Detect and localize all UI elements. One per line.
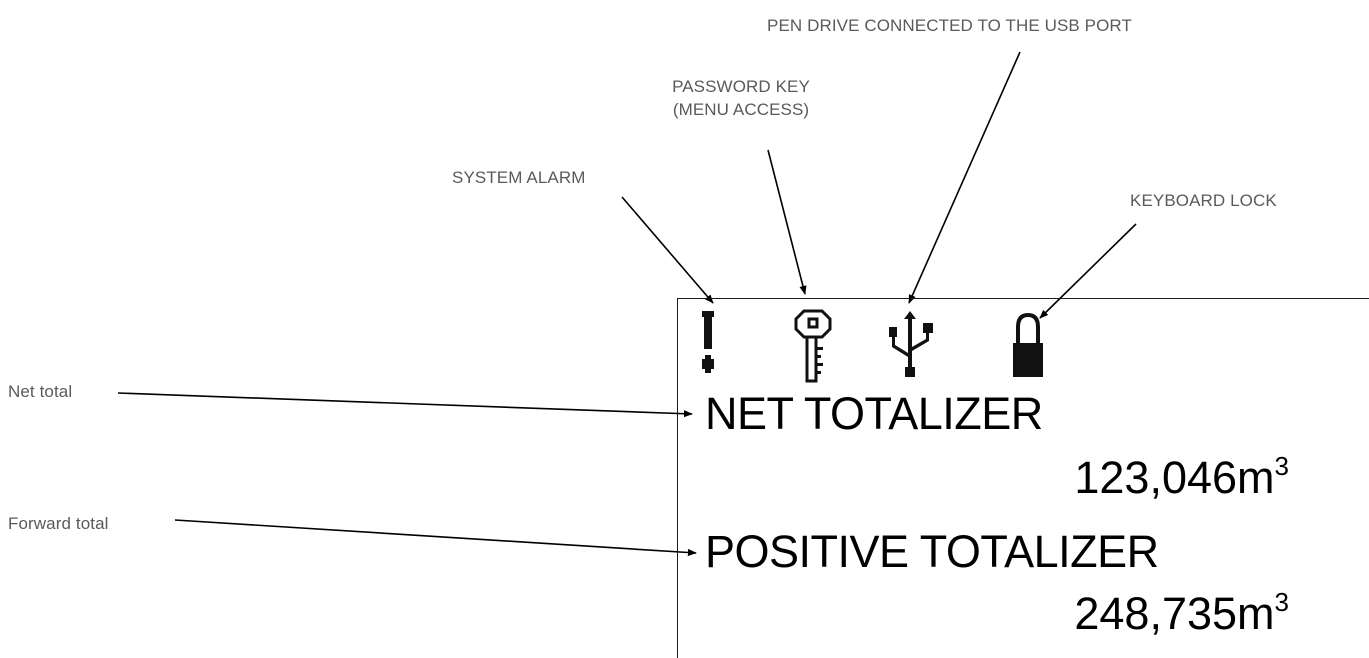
- callout-password-key-line2: (MENU ACCESS): [672, 100, 810, 119]
- callout-password-key: PASSWORD KEY (MENU ACCESS): [640, 75, 842, 121]
- callout-password-key-line1: PASSWORD KEY: [672, 77, 810, 96]
- usb-icon: [889, 311, 933, 377]
- leader-system-alarm: [621, 196, 714, 304]
- leader-pen-drive: [908, 51, 1021, 304]
- net-totalizer-unit-exponent: 3: [1274, 451, 1289, 481]
- positive-totalizer-unit-exponent: 3: [1274, 587, 1289, 617]
- leader-forward-total: [174, 519, 697, 557]
- net-totalizer-value: 123,046m3: [1074, 453, 1289, 503]
- callout-pen-drive: PEN DRIVE CONNECTED TO THE USB PORT: [767, 16, 1132, 35]
- alarm-icon: [702, 311, 714, 373]
- positive-totalizer-number: 248,735: [1074, 588, 1238, 639]
- net-totalizer-label: NET TOTALIZER: [705, 388, 1043, 439]
- lcd-display: NET TOTALIZER 123,046m3 POSITIVE TOTALIZ…: [677, 298, 1369, 658]
- leader-keyboard-lock: [1039, 223, 1137, 319]
- leader-net-total: [117, 392, 693, 418]
- positive-totalizer-value: 248,735m3: [1074, 589, 1289, 639]
- callout-net-total: Net total: [8, 382, 73, 401]
- callout-keyboard-lock: KEYBOARD LOCK: [1130, 191, 1277, 210]
- callout-forward-total: Forward total: [8, 514, 109, 533]
- net-totalizer-unit: m: [1237, 452, 1275, 503]
- positive-totalizer-unit: m: [1237, 588, 1275, 639]
- callout-system-alarm: SYSTEM ALARM: [452, 168, 586, 187]
- key-icon: [794, 309, 832, 383]
- leader-password-key: [767, 149, 807, 295]
- positive-totalizer-label: POSITIVE TOTALIZER: [705, 526, 1159, 577]
- net-totalizer-number: 123,046: [1074, 452, 1238, 503]
- lock-icon: [1013, 313, 1043, 377]
